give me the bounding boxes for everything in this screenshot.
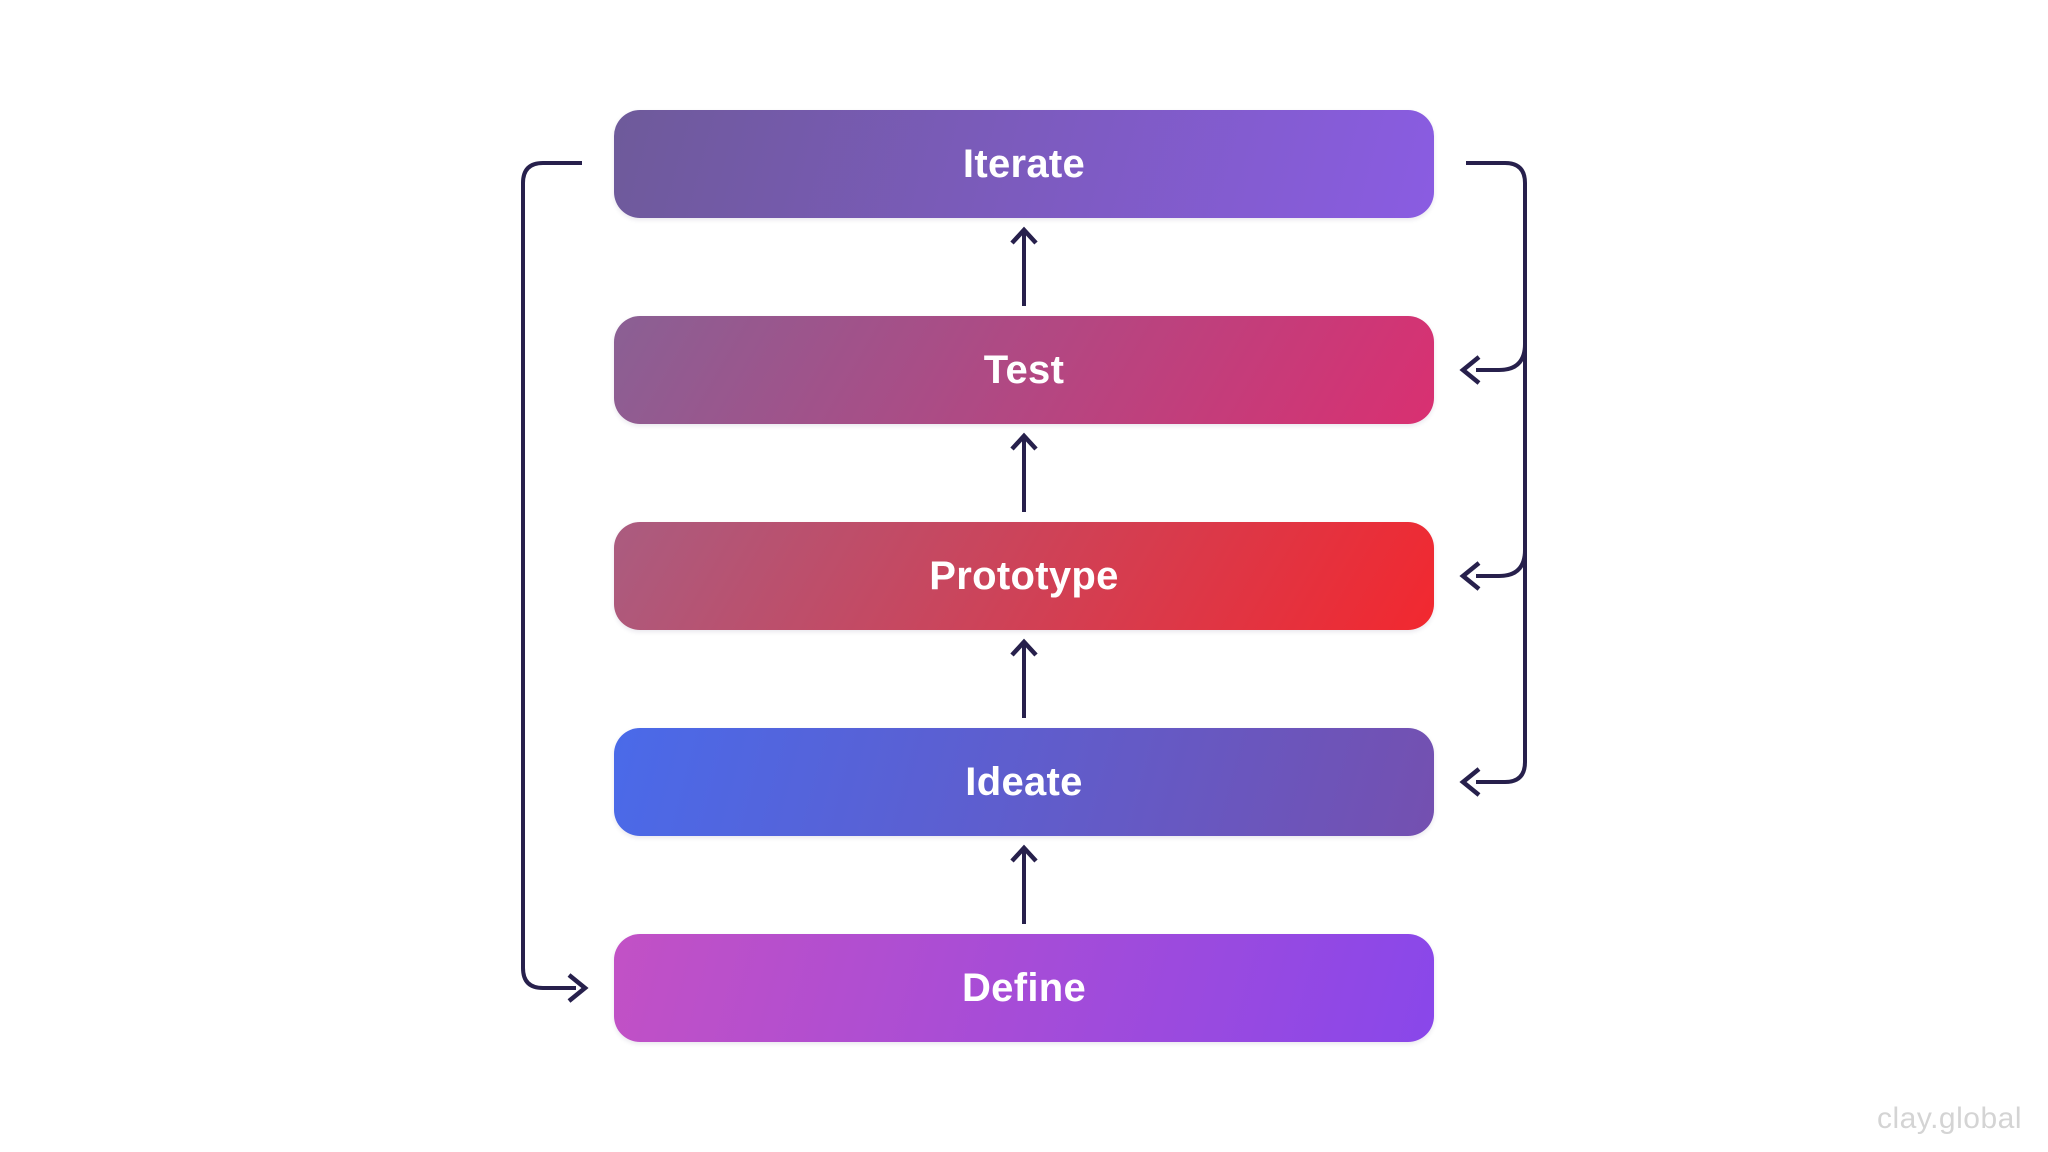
stage-label-ideate: Ideate	[965, 760, 1083, 804]
feedback-arrow-iterate-to-define	[521, 161, 589, 1003]
stage-label-prototype: Prototype	[929, 554, 1119, 598]
feedback-arrow-iterate-to-ideate	[1459, 161, 1527, 797]
stage-label-define: Define	[961, 966, 1087, 1010]
stage-box-define: Define	[614, 934, 1434, 1042]
stage-box-prototype: Prototype	[614, 522, 1434, 630]
stage-box-test: Test	[614, 316, 1434, 424]
arrow-ideate-to-prototype	[1010, 638, 1038, 718]
stage-box-ideate: Ideate	[614, 728, 1434, 836]
stage-label-test: Test	[983, 348, 1065, 392]
arrow-test-to-iterate	[1010, 226, 1038, 306]
stage-label-iterate: Iterate	[962, 142, 1086, 186]
arrow-define-to-ideate	[1010, 844, 1038, 924]
arrow-prototype-to-test	[1010, 432, 1038, 512]
feedback-arrow-iterate-to-test	[1459, 343, 1527, 385]
stage-box-iterate: Iterate	[614, 110, 1434, 218]
feedback-arrow-iterate-to-prototype	[1459, 549, 1527, 591]
watermark: clay.global	[1876, 1102, 2022, 1135]
